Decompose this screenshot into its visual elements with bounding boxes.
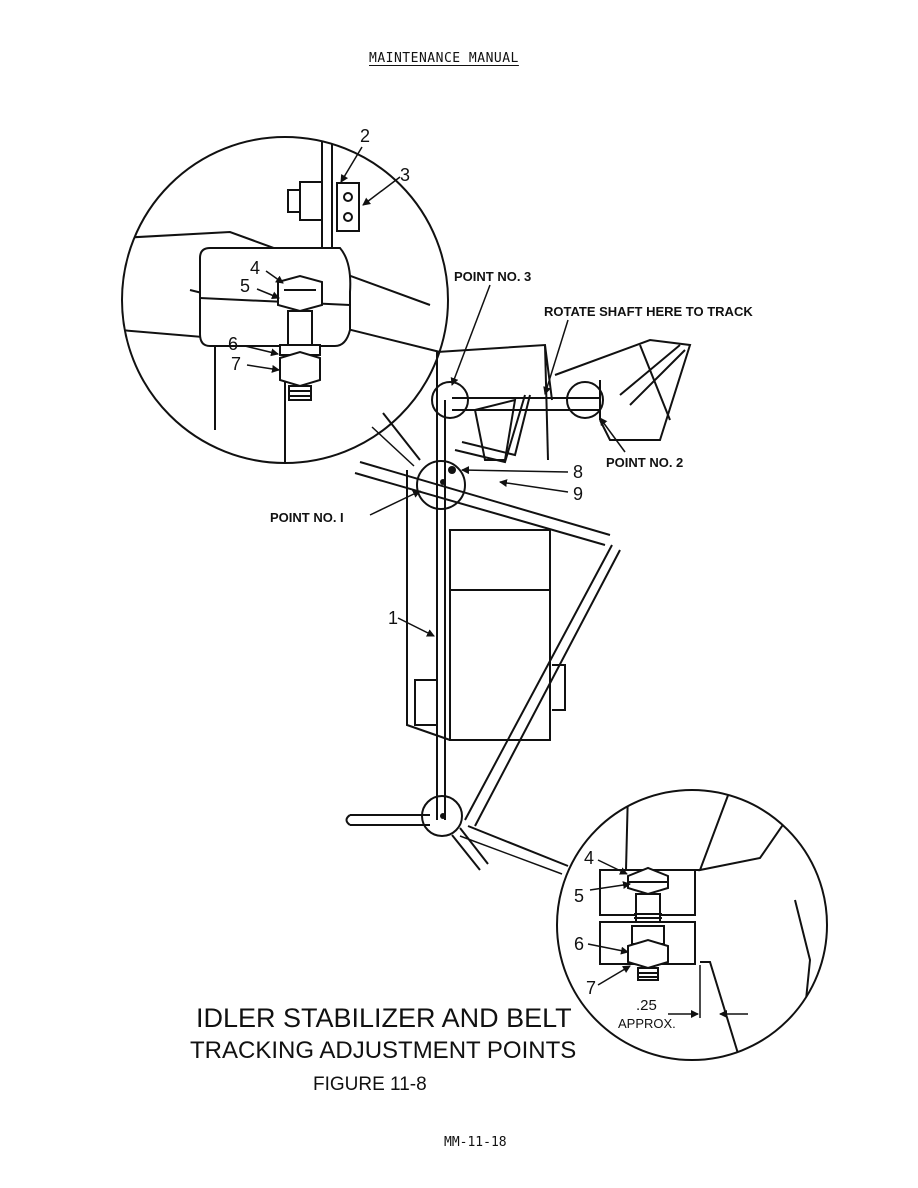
detail-part-6: 6 — [574, 934, 584, 954]
leader-6 — [244, 345, 279, 357]
detail-part-4: 4 — [584, 848, 594, 868]
detail-circle-top — [121, 136, 449, 467]
leader-b7 — [597, 965, 631, 986]
part-number-2: 2 — [360, 126, 370, 146]
leader-4 — [265, 270, 284, 284]
detail-part-7: 7 — [586, 978, 596, 998]
part-number-3: 3 — [400, 165, 410, 185]
gap-dimension: .25 — [636, 997, 657, 1014]
figure-caption-line-2: TRACKING ADJUSTMENT POINTS — [190, 1037, 576, 1064]
leader-5 — [256, 288, 280, 300]
callout-point-1: POINT NO. I — [270, 510, 344, 525]
gap-approx-label: APPROX. — [618, 1016, 676, 1031]
leader-b5 — [589, 881, 631, 891]
leader-b4 — [597, 859, 628, 875]
part-number-7: 7 — [231, 354, 241, 374]
page-number: MM-11-18 — [444, 1135, 507, 1150]
point-circles — [416, 381, 604, 837]
part-number-4: 4 — [250, 258, 260, 278]
detail-circle-bottom — [459, 789, 828, 1061]
part-number-9: 9 — [573, 484, 583, 504]
callout-point-3: POINT NO. 3 — [454, 269, 531, 284]
leader-point2 — [599, 417, 626, 453]
part-number-6: 6 — [228, 334, 238, 354]
figure-number: FIGURE 11-8 — [313, 1074, 427, 1095]
part-number-1: 1 — [388, 608, 398, 628]
leader-3 — [362, 176, 401, 206]
page-header: MAINTENANCE MANUAL — [369, 51, 519, 66]
leader-9 — [499, 479, 569, 493]
leader-point1 — [369, 490, 421, 516]
leader-rotate — [543, 319, 569, 395]
main-assembly — [345, 338, 692, 871]
callout-point-2: POINT NO. 2 — [606, 455, 683, 470]
leader-point3 — [450, 284, 491, 386]
detail-part-5: 5 — [574, 886, 584, 906]
leader-8 — [461, 466, 569, 475]
leader-2 — [340, 146, 363, 183]
leader-1 — [397, 617, 435, 637]
part-number-8: 8 — [573, 462, 583, 482]
part-number-5: 5 — [240, 276, 250, 296]
callout-rotate-shaft: ROTATE SHAFT HERE TO TRACK — [544, 304, 753, 319]
leader-b6 — [587, 943, 629, 955]
leader-7 — [246, 364, 280, 373]
figure-caption-line-1: IDLER STABILIZER AND BELT — [196, 1003, 572, 1033]
